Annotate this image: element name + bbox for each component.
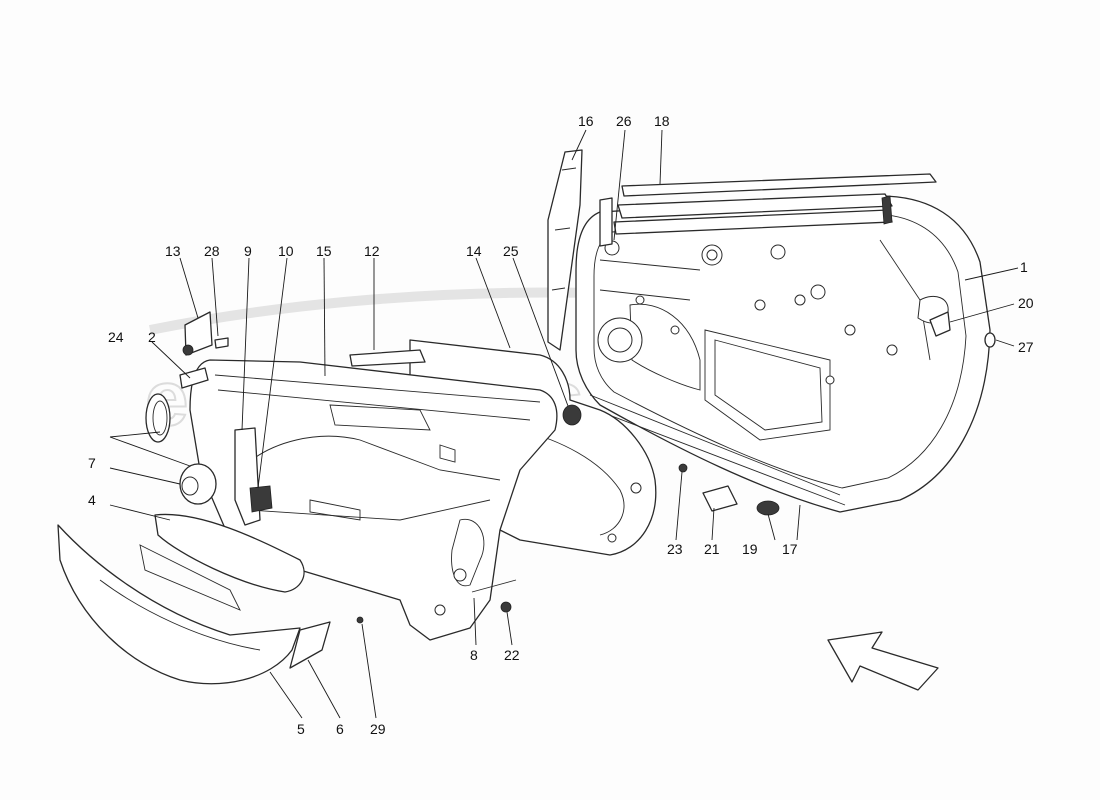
- bracket-26: [599, 197, 613, 247]
- screw-22: [500, 601, 512, 613]
- callout-15: 15: [316, 243, 332, 259]
- callout-22: 22: [504, 647, 520, 663]
- grommet-25: [562, 404, 582, 426]
- callout-4: 4: [88, 492, 96, 508]
- screw-23: [678, 463, 688, 473]
- trim-panel: [189, 359, 558, 641]
- arrow-icon: [827, 631, 939, 691]
- grommet-13: [182, 344, 194, 356]
- callout-12: 12: [364, 243, 380, 259]
- callout-20: 20: [1018, 295, 1034, 311]
- plug-27: [984, 332, 996, 348]
- armrest-5: [57, 524, 301, 685]
- speaker-ring-24: [145, 393, 171, 443]
- bracket-2: [179, 367, 209, 389]
- callout-24: 24: [108, 329, 124, 345]
- door-shell: [575, 173, 991, 513]
- callout-10: 10: [278, 243, 294, 259]
- callout-1: 1: [1020, 259, 1028, 275]
- clip-28: [214, 337, 229, 349]
- callout-28: 28: [204, 243, 220, 259]
- stop-20: [929, 311, 951, 337]
- callout-17: 17: [782, 541, 798, 557]
- callout-14: 14: [466, 243, 482, 259]
- callout-5: 5: [297, 721, 305, 737]
- bracket-13: [184, 311, 213, 356]
- callout-7: 7: [88, 455, 96, 471]
- armrest-pad-4: [154, 513, 305, 593]
- callout-8: 8: [470, 647, 478, 663]
- speaker-grille-7: [179, 463, 217, 505]
- cap-19: [756, 500, 780, 516]
- screw-29: [356, 616, 364, 624]
- screw-8: [471, 579, 517, 593]
- callout-25: 25: [503, 243, 519, 259]
- bracket-6: [289, 621, 331, 669]
- callout-2: 2: [148, 329, 156, 345]
- callout-6: 6: [336, 721, 344, 737]
- callout-23: 23: [667, 541, 683, 557]
- callouts: 1 2 4 5 6 7 8 9 10 12 13 14 15 16 17 18 …: [88, 113, 1034, 737]
- callout-16: 16: [578, 113, 594, 129]
- callout-13: 13: [165, 243, 181, 259]
- callout-19: 19: [742, 541, 758, 557]
- callout-26: 26: [616, 113, 632, 129]
- leader-lines: [109, 129, 1019, 719]
- callout-9: 9: [244, 243, 252, 259]
- mirror-sail: [547, 149, 583, 351]
- lamp-21: [702, 485, 738, 512]
- callout-29: 29: [370, 721, 386, 737]
- callout-21: 21: [704, 541, 720, 557]
- callout-27: 27: [1018, 339, 1034, 355]
- callout-18: 18: [654, 113, 670, 129]
